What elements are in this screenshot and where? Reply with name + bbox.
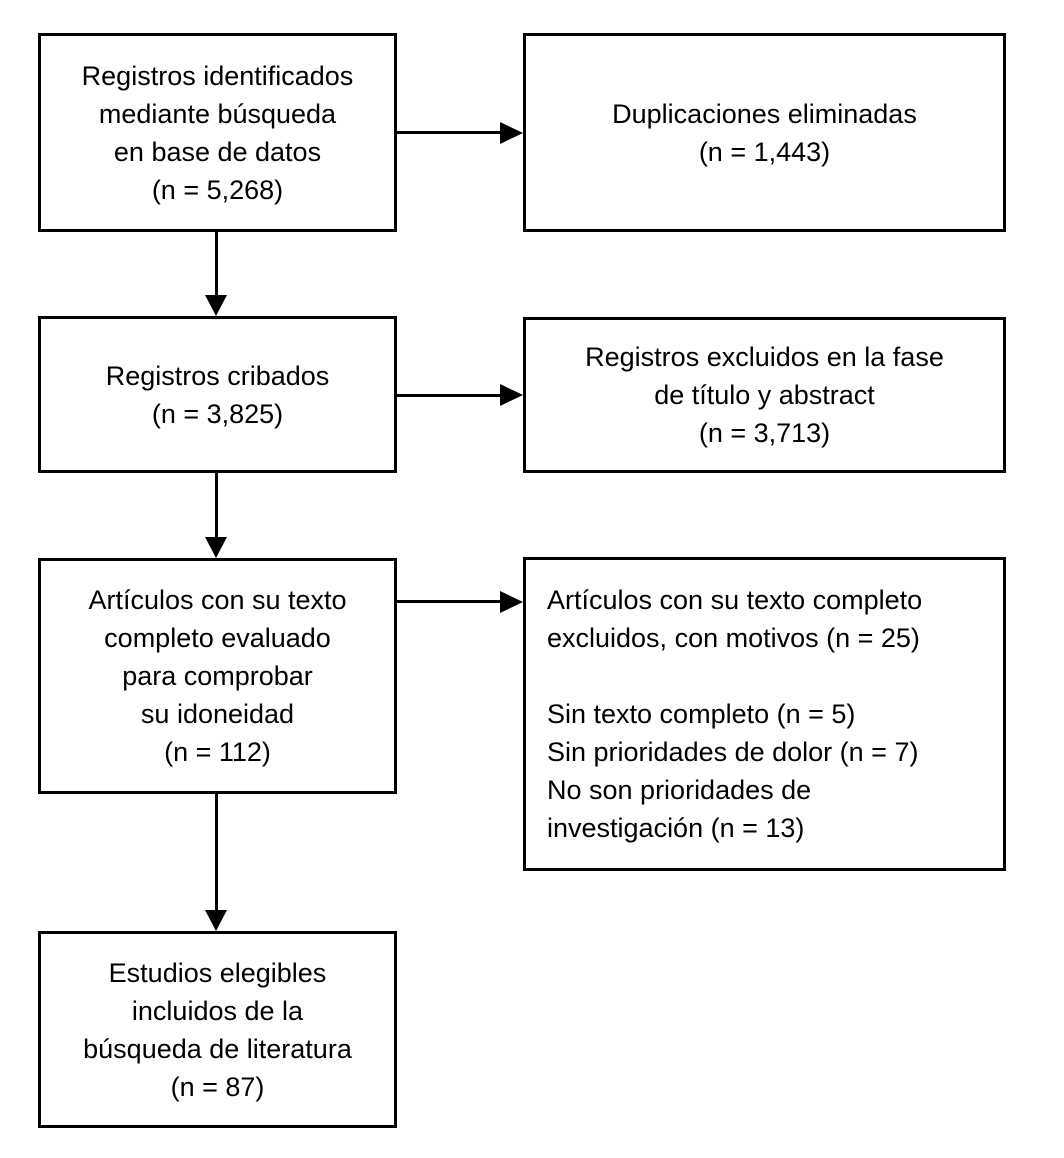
box-records-screened: Registros cribados (n = 3,825) — [38, 316, 397, 473]
box-duplicates-removed-text: Duplicaciones eliminadas (n = 1,443) — [612, 98, 917, 167]
box-fulltext-excluded-reasons: Artículos con su texto completo excluido… — [523, 557, 1006, 871]
box-studies-included-text: Estudios elegibles incluidos de la búsqu… — [83, 957, 352, 1102]
box-fulltext-assessed-text: Artículos con su texto completo evaluado… — [88, 585, 347, 767]
arrow-identified-to-screened-head-icon — [205, 295, 227, 316]
arrow-fulltext-to-included-head-icon — [205, 910, 227, 931]
box-studies-included: Estudios elegibles incluidos de la búsqu… — [38, 931, 397, 1128]
arrow-screened-to-excluded-head-icon — [500, 384, 523, 406]
box-records-excluded-title-abstract-text: Registros excluidos en la fase de título… — [585, 342, 944, 448]
arrow-fulltext-to-included-line — [215, 794, 218, 912]
arrow-identified-to-duplicates-head-icon — [500, 122, 523, 144]
arrow-screened-to-fulltext-head-icon — [205, 537, 227, 558]
box-records-excluded-title-abstract: Registros excluidos en la fase de título… — [523, 317, 1006, 473]
arrow-identified-to-duplicates-line — [397, 131, 502, 134]
box-duplicates-removed: Duplicaciones eliminadas (n = 1,443) — [523, 33, 1006, 232]
box-records-identified-text: Registros identificados mediante búsqued… — [81, 60, 354, 205]
arrow-fulltext-to-excluded-head-icon — [500, 591, 523, 613]
box-records-screened-text: Registros cribados (n = 3,825) — [105, 360, 330, 429]
arrow-fulltext-to-excluded-line — [397, 600, 502, 603]
box-fulltext-assessed: Artículos con su texto completo evaluado… — [38, 558, 397, 794]
box-records-identified: Registros identificados mediante búsqued… — [38, 33, 397, 232]
arrow-screened-to-excluded-line — [397, 394, 502, 397]
arrow-identified-to-screened-line — [215, 232, 218, 297]
box-fulltext-excluded-reasons-text: Artículos con su texto completo excluido… — [547, 585, 923, 843]
arrow-screened-to-fulltext-line — [215, 473, 218, 539]
